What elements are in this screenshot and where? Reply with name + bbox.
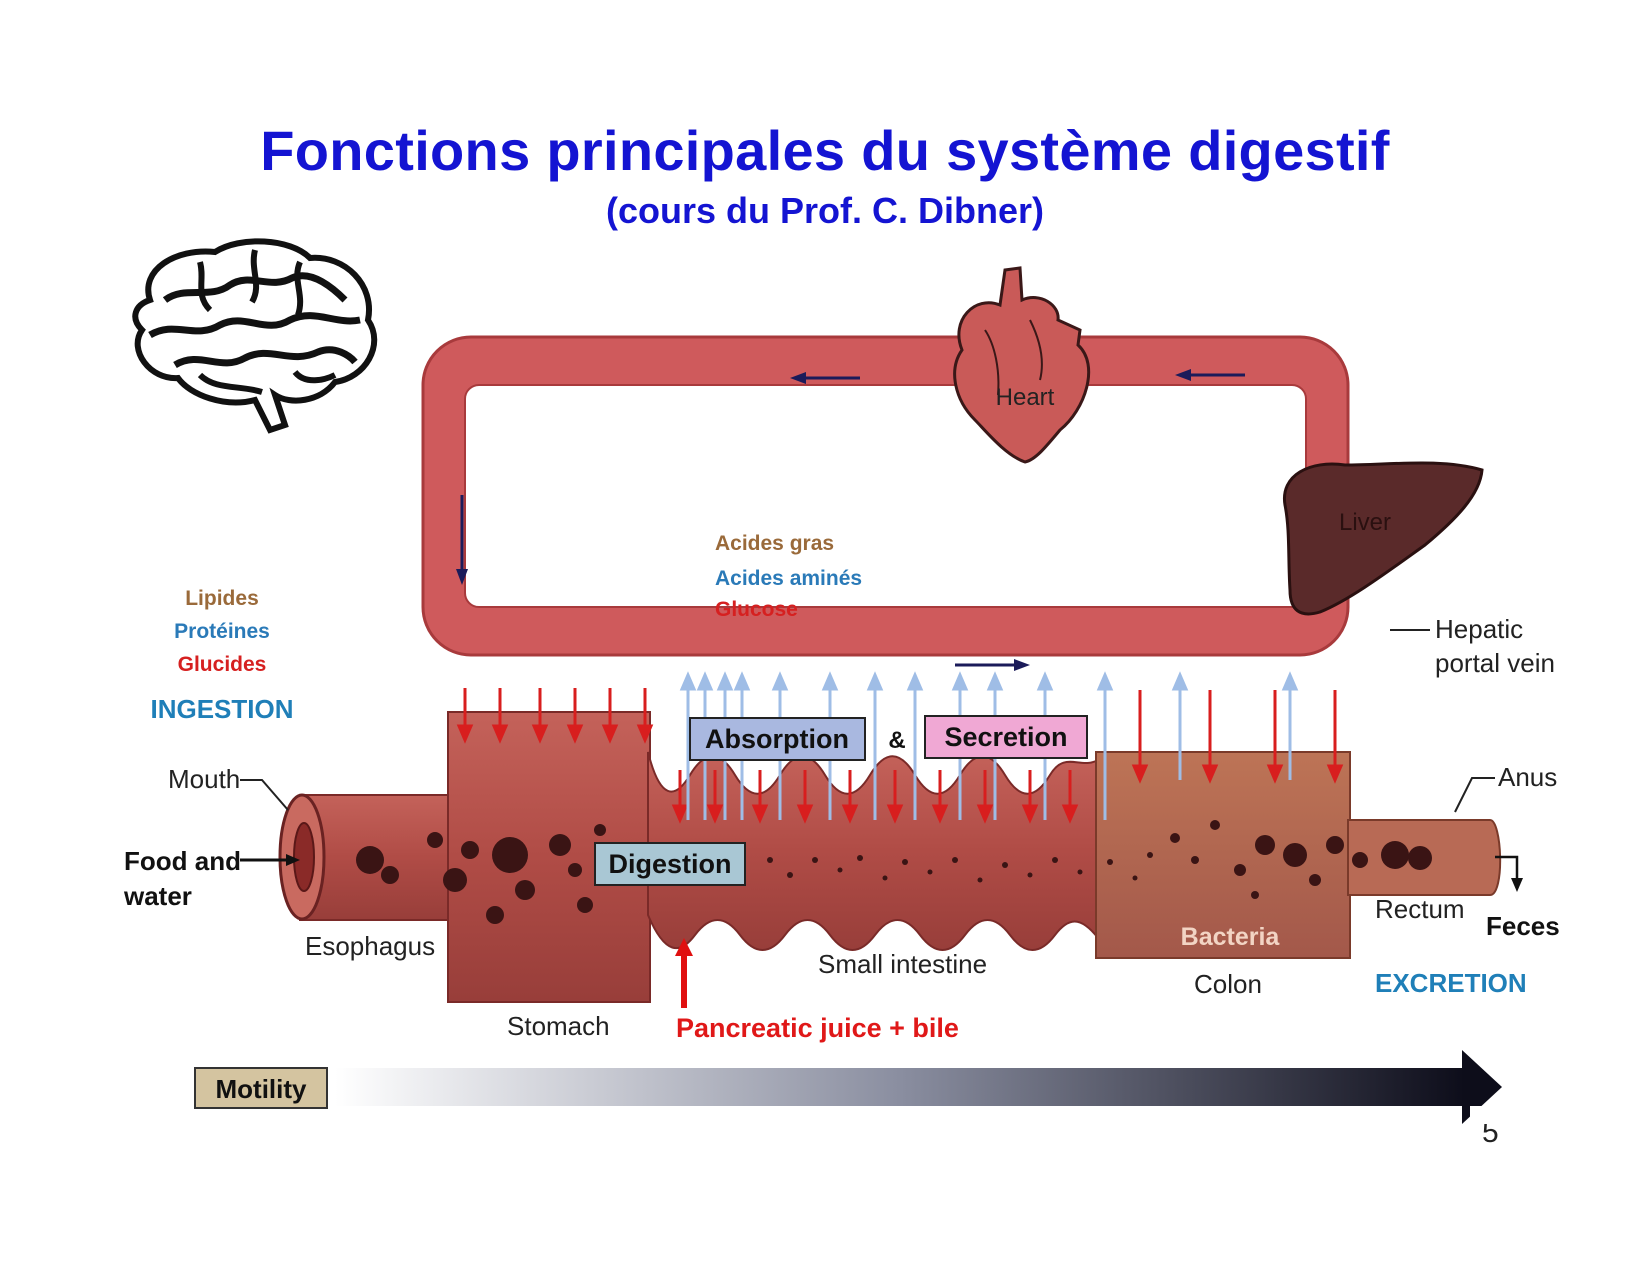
- secretion-arrows: [456, 688, 1344, 824]
- anus-label: Anus: [1498, 762, 1557, 792]
- mouth-label: Mouth: [168, 764, 240, 794]
- portal-vein-label-2: portal vein: [1435, 648, 1555, 678]
- food-label-1: Food and: [124, 846, 241, 876]
- absorption-arrows: [679, 671, 1299, 820]
- page-number: 5: [1482, 1116, 1499, 1149]
- colon-label: Colon: [1194, 969, 1262, 999]
- feces-arrow: [1495, 855, 1523, 892]
- flow-arrow-left-top-1: [790, 372, 860, 384]
- heart-icon: [953, 266, 1091, 464]
- glucose-label: Glucose: [715, 598, 798, 621]
- pancreatic-label: Pancreatic juice + bile: [676, 1013, 959, 1043]
- digestion-label: Digestion: [608, 849, 731, 879]
- secretion-box: [924, 715, 1088, 759]
- secretion-label: Secretion: [944, 722, 1067, 752]
- acides-gras-label: Acides gras: [715, 532, 834, 555]
- small-intestine-label: Small intestine: [818, 949, 987, 979]
- feces-label: Feces: [1486, 911, 1560, 941]
- acides-amines-label: Acides aminés: [715, 567, 862, 590]
- ampersand-label: &: [888, 727, 905, 754]
- absorption-box: [689, 717, 866, 761]
- absorption-label: Absorption: [705, 724, 849, 754]
- blood-circulation-loop: [421, 335, 1350, 671]
- stomach-label: Stomach: [507, 1011, 610, 1041]
- glucides-label: Glucides: [178, 653, 267, 676]
- brain-icon: [132, 238, 378, 434]
- lipides-label: Lipides: [185, 587, 259, 610]
- mouth-leader: [240, 779, 289, 811]
- portal-vein-label-1: Hepatic: [1435, 614, 1523, 644]
- liver-icon: [1283, 461, 1484, 616]
- bacteria-label: Bacteria: [1181, 923, 1281, 951]
- pancreatic-arrow: [675, 938, 693, 1008]
- motility-arrow: [335, 1050, 1502, 1124]
- slide-title: Fonctions principales du système digesti…: [260, 119, 1390, 182]
- motility-label: Motility: [216, 1074, 308, 1104]
- liver-label: Liver: [1339, 509, 1391, 536]
- ingestion-label: INGESTION: [150, 694, 293, 724]
- anus-leader: [1454, 777, 1495, 813]
- motility-box: [194, 1067, 328, 1109]
- rectum-label: Rectum: [1375, 894, 1465, 924]
- digested-particles: [767, 852, 1153, 883]
- flow-arrow-right-bottom: [955, 659, 1030, 671]
- proteines-label: Protéines: [174, 620, 270, 643]
- food-input-arrow: [240, 854, 300, 866]
- slide-subtitle: (cours du Prof. C. Dibner): [605, 190, 1044, 231]
- heart-label: Heart: [996, 384, 1055, 411]
- flow-arrow-down-left: [456, 495, 468, 585]
- esophagus-label: Esophagus: [305, 931, 435, 961]
- food-particles: [356, 820, 1432, 924]
- digestion-box: [594, 842, 746, 886]
- excretion-label: EXCRETION: [1375, 968, 1527, 998]
- page-number-mask: [1470, 1106, 1510, 1124]
- food-label-2: water: [123, 881, 192, 911]
- flow-arrow-left-top-2: [1175, 369, 1245, 381]
